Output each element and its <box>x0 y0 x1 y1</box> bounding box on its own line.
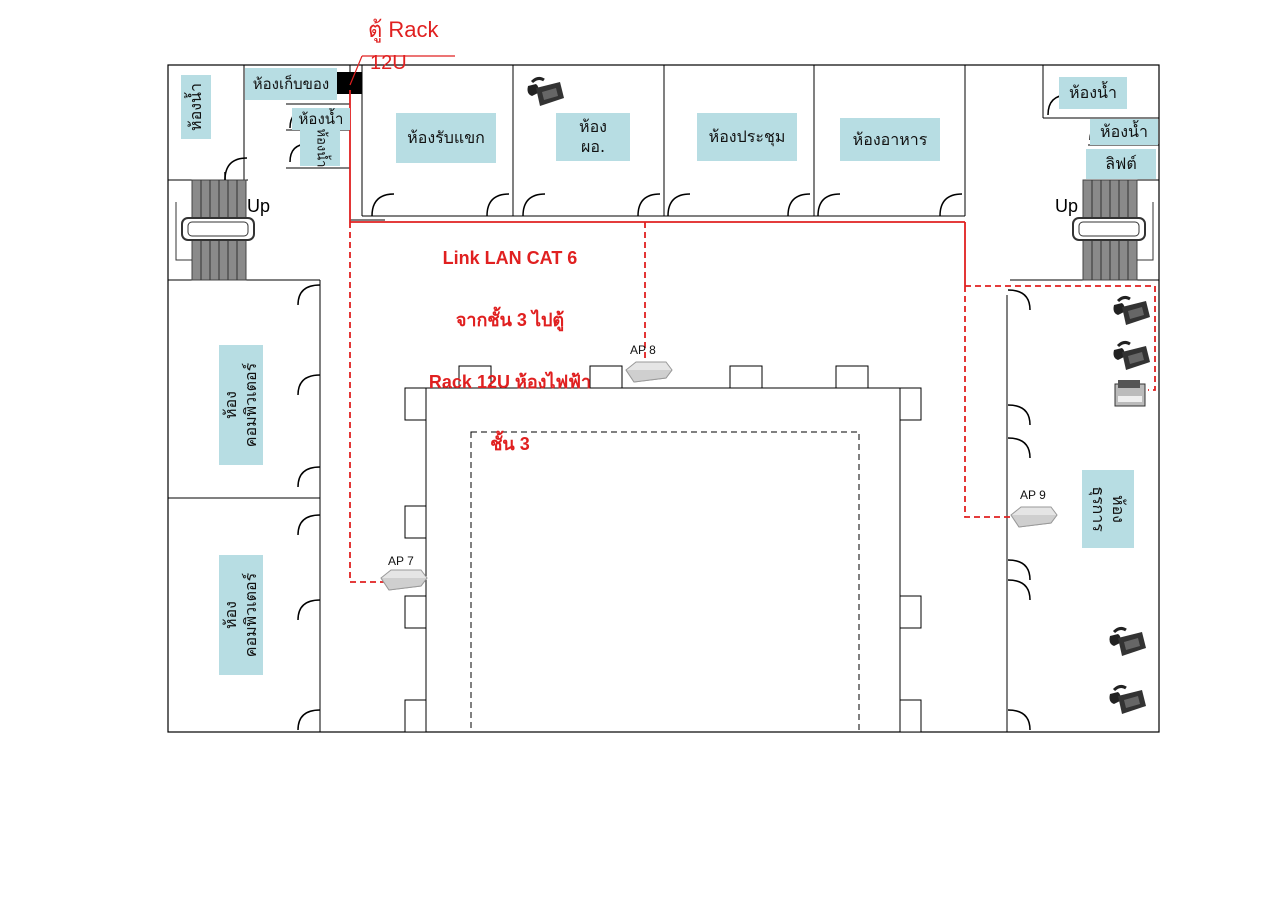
access-point-icon-ap7 <box>380 569 428 591</box>
room-label: ห้องน้ำ <box>312 128 328 168</box>
note-line2: จากชั้น 3 ไปตู้ <box>455 310 565 330</box>
room-toilet-right1: ห้องน้ำ <box>1059 77 1127 109</box>
room-label: ห้องรับแขก <box>407 128 485 147</box>
room-computer2: ห้อง คอมพิวเตอร์ <box>219 555 263 675</box>
rack-size: 12U <box>370 52 407 74</box>
note-line4: ชั้น 3 <box>490 434 530 454</box>
ap9-label: AP 9 <box>1020 488 1046 502</box>
room-label: ห้อง ผอ. <box>579 117 607 156</box>
rack-title: ตู้ Rack <box>368 17 439 42</box>
ap8-label: AP 8 <box>630 343 656 357</box>
room-label: ลิฟต์ <box>1105 154 1137 173</box>
room-toilet-left3: ห้องน้ำ <box>300 128 340 168</box>
ip-phone-icon <box>1106 330 1154 378</box>
room-office: ห้อง ธุรการ <box>1082 470 1134 548</box>
room-label: ห้องน้ำ <box>1100 122 1148 141</box>
ip-phone-icon <box>1102 616 1150 664</box>
room-toilet-left2: ห้องน้ำ <box>292 108 350 130</box>
rack-icon <box>337 72 362 94</box>
room-label: ห้องอาหาร <box>852 129 928 149</box>
room-label: ห้องน้ำ <box>1069 83 1117 102</box>
access-point-icon-ap8 <box>625 361 673 383</box>
ip-phone-icon <box>1102 674 1150 722</box>
room-label: ห้องน้ำ <box>186 83 206 131</box>
room-director: ห้อง ผอ. <box>556 113 630 161</box>
room-label: ห้อง คอมพิวเตอร์ <box>221 572 261 658</box>
room-reception: ห้องรับแขก <box>396 113 496 163</box>
room-toilet-left: ห้องน้ำ <box>181 75 211 139</box>
note-line3: Rack 12U ห้องไฟฟ้า <box>428 372 592 392</box>
ap7-label: AP 7 <box>388 554 414 568</box>
room-label: ห้องน้ำ <box>298 110 344 128</box>
note-line1: Link LAN CAT 6 <box>442 248 578 268</box>
access-point-icon-ap9 <box>1010 506 1058 528</box>
ip-phone-icon <box>1106 285 1154 333</box>
fax-printer-icon <box>1111 377 1149 413</box>
room-label: ห้องเก็บของ <box>252 75 330 93</box>
room-lift: ลิฟต์ <box>1086 149 1156 179</box>
link-lan-note: Link LAN CAT 6 จากชั้น 3 ไปตู้ Rack 12U … <box>395 212 625 491</box>
room-storage: ห้องเก็บของ <box>245 68 337 100</box>
stairs-up-left: Up <box>247 196 271 216</box>
ip-phone-icon <box>520 66 568 114</box>
room-toilet-right2: ห้องน้ำ <box>1090 119 1158 145</box>
room-label: ห้อง ธุรการ <box>1089 486 1128 532</box>
room-dining: ห้องอาหาร <box>840 118 940 161</box>
room-label: ห้องประชุม <box>708 127 786 146</box>
room-meeting: ห้องประชุม <box>697 113 797 161</box>
room-label: ห้อง คอมพิวเตอร์ <box>221 362 261 448</box>
room-computer1: ห้อง คอมพิวเตอร์ <box>219 345 263 465</box>
stairs-up-right: Up <box>1055 196 1079 216</box>
